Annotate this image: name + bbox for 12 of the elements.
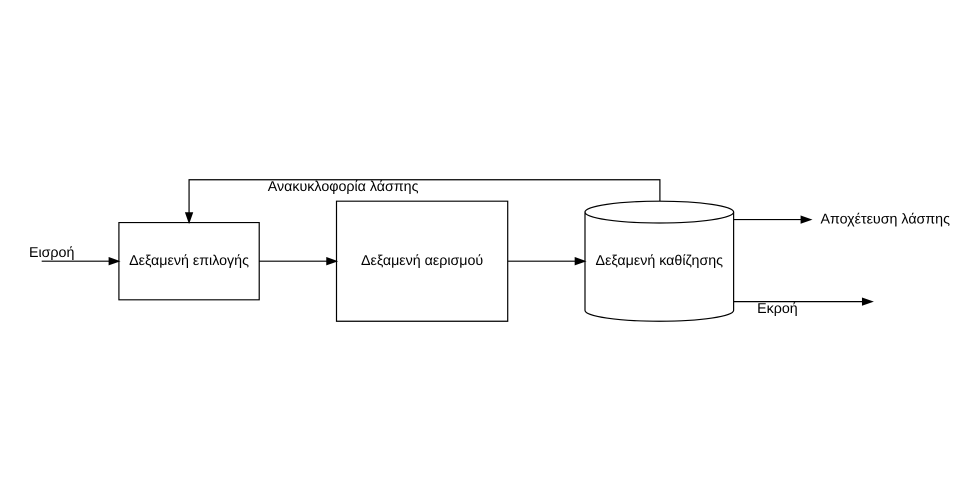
arrow [42,256,121,265]
edge-label: Εκροή [757,300,798,317]
arrow [259,256,338,265]
edge-label: Εισροή [28,244,74,261]
edge-label: Ανακυκλοφορία λάσπης [268,178,418,195]
arrow [508,256,587,265]
arrow [734,214,812,224]
node-box: Δεξαμενή αερισμού [336,200,508,322]
arrow [734,296,874,306]
node-box: Δεξαμενή επιλογής [118,221,260,300]
node-text: Αποχέτευση λάσπης [820,210,950,227]
arrow [184,178,660,224]
